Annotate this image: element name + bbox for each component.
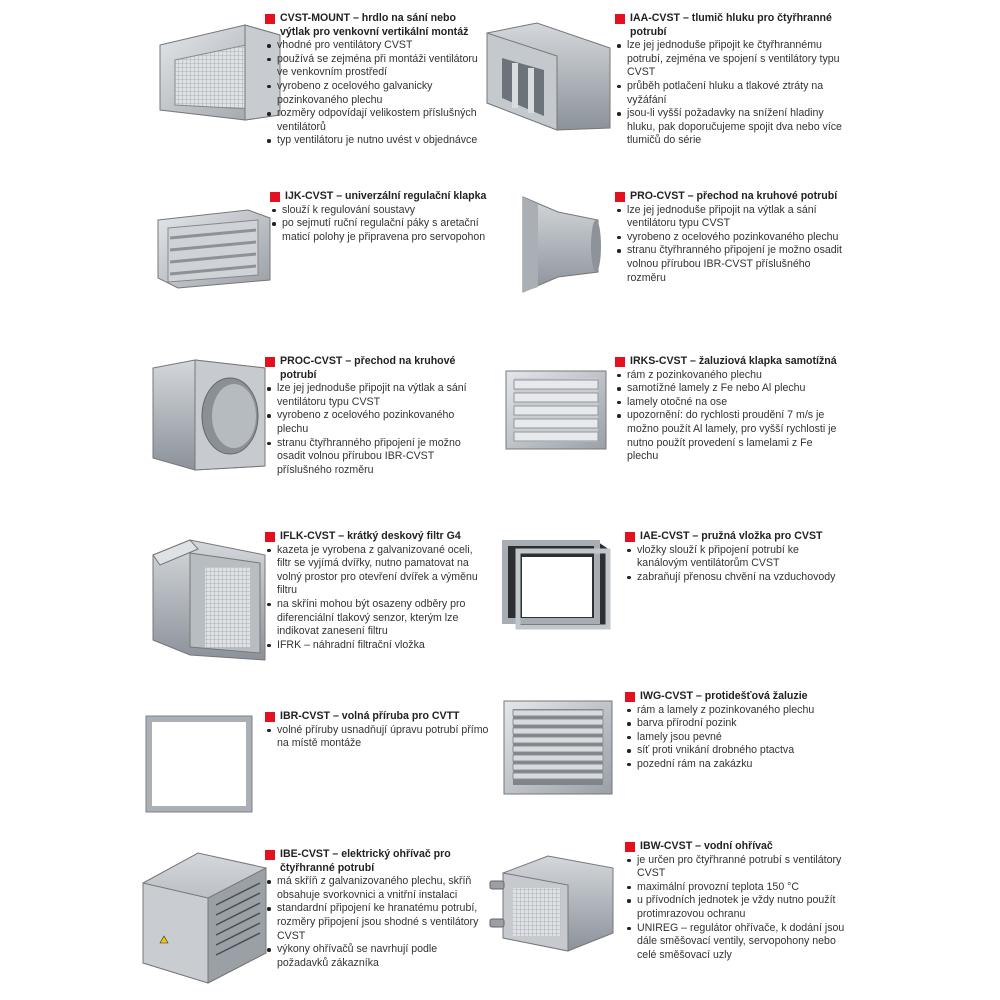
bullet: průběh potlačení hluku a tlakové ztráty … bbox=[615, 80, 845, 107]
product-title: IWG-CVST – protidešťová žaluzie bbox=[625, 690, 845, 704]
irks-cvst-image bbox=[505, 370, 607, 450]
pro-cvst-image bbox=[518, 192, 603, 297]
product-title: PRO-CVST – přechod na kruhové potrubí bbox=[615, 190, 845, 204]
bullet: je určen pro čtyřhranné potrubí s ventil… bbox=[625, 854, 845, 881]
bullet: kazeta je vyrobena z galvanizované oceli… bbox=[265, 544, 485, 598]
ibr-cvst-image bbox=[145, 715, 255, 815]
bullet: standardní připojení ke hranatému potrub… bbox=[265, 902, 490, 943]
bullet: jsou-li vyšší požadavky na snížení hladi… bbox=[615, 107, 845, 148]
red-square-icon bbox=[265, 357, 275, 367]
bullet: výkony ohřívačů se navrhují podle požada… bbox=[265, 943, 490, 970]
iaa-cvst-image bbox=[482, 18, 612, 133]
red-square-icon bbox=[265, 712, 275, 722]
bullet: u přívodních jednotek je vždy nutno použ… bbox=[625, 894, 845, 921]
bullet: vyrobeno z ocelového pozinkovaného plech… bbox=[615, 231, 845, 245]
product-title: IAE-CVST – pružná vložka pro CVST bbox=[625, 530, 845, 544]
bullet: lze jej jednoduše připojit na výtlak a s… bbox=[265, 382, 485, 409]
product-title: PROC-CVST – přechod na kruhové potrubí bbox=[265, 355, 485, 382]
bullet: lze jej jednoduše připojit na výtlak a s… bbox=[615, 204, 845, 231]
bullet: lze jej jednoduše připojit ke čtyřhranné… bbox=[615, 39, 845, 80]
ijk-cvst-image bbox=[148, 200, 273, 290]
bullet: vyrobeno z ocelového galvanicky pozinkov… bbox=[265, 80, 485, 107]
bullet: barva přírodní pozink bbox=[625, 717, 845, 731]
iae-cvst-image bbox=[500, 535, 612, 630]
bullet: upozornění: do rychlosti proudění 7 m/s … bbox=[615, 409, 845, 463]
product-title: IRKS-CVST – žaluziová klapka samotížná bbox=[615, 355, 845, 369]
red-square-icon bbox=[615, 14, 625, 24]
bullet: po sejmutí ruční regulační páky s aretač… bbox=[270, 217, 490, 244]
red-square-icon bbox=[265, 850, 275, 860]
product-title: IBR-CVST – volná příruba pro CVTT bbox=[265, 710, 490, 724]
red-square-icon bbox=[625, 532, 635, 542]
iwg-cvst-image bbox=[503, 700, 613, 795]
product-title: IJK-CVST – univerzální regulační klapka bbox=[270, 190, 490, 204]
bullet: vhodné pro ventilátory CVST bbox=[265, 39, 485, 53]
red-square-icon bbox=[625, 842, 635, 852]
bullet: vložky slouží k připojení potrubí ke kan… bbox=[625, 544, 845, 571]
product-title: IBE-CVST – elektrický ohřívač pro čtyřhr… bbox=[265, 848, 490, 875]
red-square-icon bbox=[270, 192, 280, 202]
bullet: samotížné lamely z Fe nebo Al plechu bbox=[615, 382, 845, 396]
product-title: CVST-MOUNT – hrdlo na sání nebo výtlak p… bbox=[265, 12, 485, 39]
bullet: rozměry odpovídají velikostem příslušnýc… bbox=[265, 107, 485, 134]
bullet: typ ventilátoru je nutno uvést v objedná… bbox=[265, 134, 485, 148]
bullet: slouží k regulování soustavy bbox=[270, 204, 490, 218]
bullet: zabraňují přenosu chvění na vzduchovody bbox=[625, 571, 845, 585]
bullet: stranu čtyřhranného připojení je možno o… bbox=[615, 244, 845, 285]
bullet: lamely otočné na ose bbox=[615, 396, 845, 410]
red-square-icon bbox=[265, 14, 275, 24]
bullet: rám a lamely z pozinkovaného plechu bbox=[625, 704, 845, 718]
iflk-cvst-image bbox=[150, 535, 268, 663]
red-square-icon bbox=[265, 532, 275, 542]
bullet: má skříň z galvanizovaného plechu, skříň… bbox=[265, 875, 490, 902]
bullet: rám z pozinkovaného plechu bbox=[615, 369, 845, 383]
bullet: pozední rám na zakázku bbox=[625, 758, 845, 772]
bullet: maximální provozní teplota 150 °C bbox=[625, 881, 845, 895]
bullet: síť proti vnikání drobného ptactva bbox=[625, 744, 845, 758]
bullet: vyrobeno z ocelového pozinkovaného plech… bbox=[265, 409, 485, 436]
product-title: IAA-CVST – tlumič hluku pro čtyřhranné p… bbox=[615, 12, 845, 39]
ibw-cvst-image bbox=[488, 853, 616, 953]
bullet: volné příruby usnadňují úpravu potrubí p… bbox=[265, 724, 490, 751]
red-square-icon bbox=[625, 692, 635, 702]
ibe-cvst-image bbox=[138, 843, 268, 988]
bullet: na skříni mohou být osazeny odběry pro d… bbox=[265, 598, 485, 639]
bullet: lamely jsou pevné bbox=[625, 731, 845, 745]
red-square-icon bbox=[615, 357, 625, 367]
proc-cvst-image bbox=[150, 358, 268, 473]
bullet: používá se zejména při montáži ventiláto… bbox=[265, 53, 485, 80]
bullet: UNIREG – regulátor ohřívače, k dodání js… bbox=[625, 922, 845, 963]
red-square-icon bbox=[615, 192, 625, 202]
bullet: IFRK – náhradní filtrační vložka bbox=[265, 639, 485, 653]
product-title: IFLK-CVST – krátký deskový filtr G4 bbox=[265, 530, 485, 544]
cvst-mount-image bbox=[150, 15, 285, 125]
product-title: IBW-CVST – vodní ohřívač bbox=[625, 840, 845, 854]
bullet: stranu čtyřhranného připojení je možno o… bbox=[265, 437, 485, 478]
